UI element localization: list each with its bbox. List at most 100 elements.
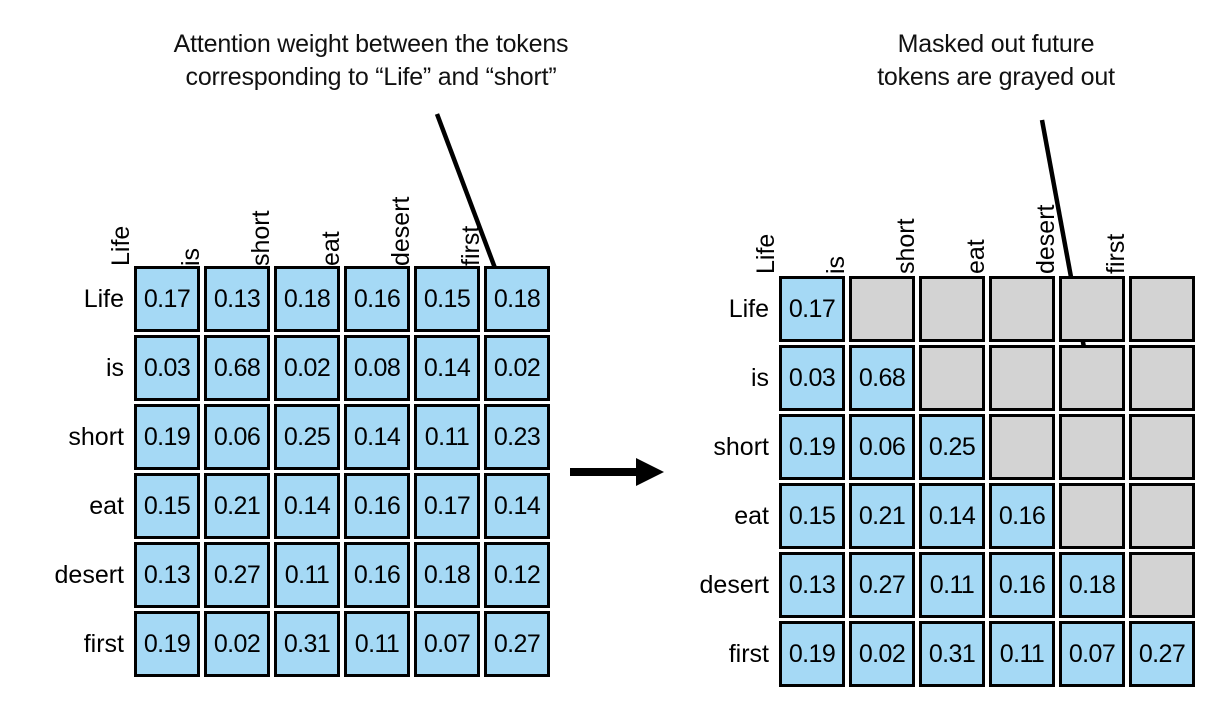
attention-cell: 0.11 xyxy=(919,552,985,618)
unmasked-row-labels: Life is short eat desert first xyxy=(24,266,134,677)
attention-cell: 0.16 xyxy=(344,542,410,608)
attention-cell: 0.02 xyxy=(849,621,915,687)
attention-cell: 0.11 xyxy=(274,542,340,608)
attention-cell: 0.11 xyxy=(989,621,1055,687)
attention-cell: 0.02 xyxy=(484,335,550,401)
attention-cell: 0.17 xyxy=(779,276,845,342)
column-label-first: first xyxy=(1101,233,1130,274)
column-label-eat: eat xyxy=(961,239,990,274)
attention-cell xyxy=(1059,345,1125,411)
attention-cell xyxy=(919,276,985,342)
attention-cell: 0.16 xyxy=(344,473,410,539)
attention-cell xyxy=(1129,552,1195,618)
column-label-slot: first xyxy=(1102,182,1195,274)
attention-cell: 0.25 xyxy=(919,414,985,480)
attention-cell xyxy=(989,276,1055,342)
attention-cell: 0.06 xyxy=(849,414,915,480)
attention-cell: 0.27 xyxy=(204,542,270,608)
column-label-first: first xyxy=(456,225,485,266)
attention-cell: 0.06 xyxy=(204,404,270,470)
row-label-is: is xyxy=(750,363,769,392)
attention-cell: 0.27 xyxy=(484,611,550,677)
row-label-eat: eat xyxy=(734,501,769,530)
attention-cell: 0.02 xyxy=(274,335,340,401)
attention-cell: 0.15 xyxy=(779,483,845,549)
attention-cell: 0.21 xyxy=(849,483,915,549)
masked-column-labels: Life is short eat desert first xyxy=(752,182,1195,274)
column-label-desert: desert xyxy=(386,196,415,266)
attention-cell: 0.03 xyxy=(134,335,200,401)
column-label-eat: eat xyxy=(316,231,345,266)
row-label-first: first xyxy=(83,629,124,658)
attention-cell: 0.27 xyxy=(1129,621,1195,687)
attention-cell: 0.14 xyxy=(484,473,550,539)
row-label-life: Life xyxy=(83,284,124,313)
row-label-desert: desert xyxy=(54,560,124,589)
attention-cell: 0.21 xyxy=(204,473,270,539)
right-panel-caption: Masked out future tokens are grayed out xyxy=(877,30,1115,91)
attention-cell: 0.18 xyxy=(1059,552,1125,618)
masked-row-labels: Life is short eat desert first xyxy=(669,276,779,687)
attention-cell: 0.68 xyxy=(849,345,915,411)
attention-cell: 0.11 xyxy=(414,404,480,470)
attention-cell: 0.25 xyxy=(274,404,340,470)
row-label-desert: desert xyxy=(699,570,769,599)
attention-cell: 0.16 xyxy=(344,266,410,332)
attention-cell: 0.31 xyxy=(919,621,985,687)
column-label-short: short xyxy=(246,210,275,266)
attention-cell: 0.16 xyxy=(989,483,1055,549)
attention-cell: 0.14 xyxy=(414,335,480,401)
column-label-is: is xyxy=(821,255,850,274)
attention-cell: 0.07 xyxy=(414,611,480,677)
attention-cell: 0.13 xyxy=(779,552,845,618)
attention-cell: 0.14 xyxy=(344,404,410,470)
attention-cell: 0.08 xyxy=(344,335,410,401)
attention-cell: 0.18 xyxy=(274,266,340,332)
attention-cell: 0.31 xyxy=(274,611,340,677)
column-label-slot: first xyxy=(457,174,550,266)
attention-cell xyxy=(1059,414,1125,480)
attention-cell: 0.16 xyxy=(989,552,1055,618)
attention-cell: 0.15 xyxy=(134,473,200,539)
attention-cell: 0.07 xyxy=(1059,621,1125,687)
attention-cell: 0.23 xyxy=(484,404,550,470)
attention-cell: 0.19 xyxy=(134,404,200,470)
attention-cell: 0.18 xyxy=(484,266,550,332)
attention-cell: 0.19 xyxy=(134,611,200,677)
attention-cell xyxy=(1129,414,1195,480)
attention-cell xyxy=(989,414,1055,480)
attention-cell: 0.11 xyxy=(344,611,410,677)
attention-cell: 0.13 xyxy=(204,266,270,332)
attention-cell xyxy=(989,345,1055,411)
attention-cell: 0.17 xyxy=(134,266,200,332)
row-label-short: short xyxy=(68,422,124,451)
attention-cell: 0.02 xyxy=(204,611,270,677)
attention-cell xyxy=(1059,483,1125,549)
attention-cell: 0.13 xyxy=(134,542,200,608)
attention-cell xyxy=(849,276,915,342)
row-label-first: first xyxy=(728,639,769,668)
left-panel-caption: Attention weight between the tokens corr… xyxy=(173,30,569,91)
attention-cell: 0.14 xyxy=(274,473,340,539)
row-label-life: Life xyxy=(728,294,769,323)
column-label-desert: desert xyxy=(1031,204,1060,274)
row-label-short: short xyxy=(713,432,769,461)
attention-cell xyxy=(919,345,985,411)
attention-cell xyxy=(1129,276,1195,342)
attention-cell xyxy=(1059,276,1125,342)
attention-cell: 0.12 xyxy=(484,542,550,608)
attention-cell: 0.68 xyxy=(204,335,270,401)
column-label-life: Life xyxy=(751,233,780,274)
attention-cell: 0.27 xyxy=(849,552,915,618)
attention-cell: 0.03 xyxy=(779,345,845,411)
unmasked-column-labels: Life is short eat desert first xyxy=(107,174,550,266)
attention-cell xyxy=(1129,483,1195,549)
row-label-eat: eat xyxy=(89,491,124,520)
column-label-life: Life xyxy=(106,225,135,266)
attention-cell: 0.14 xyxy=(919,483,985,549)
attention-cell: 0.19 xyxy=(779,414,845,480)
transition-arrow-icon xyxy=(570,458,664,486)
